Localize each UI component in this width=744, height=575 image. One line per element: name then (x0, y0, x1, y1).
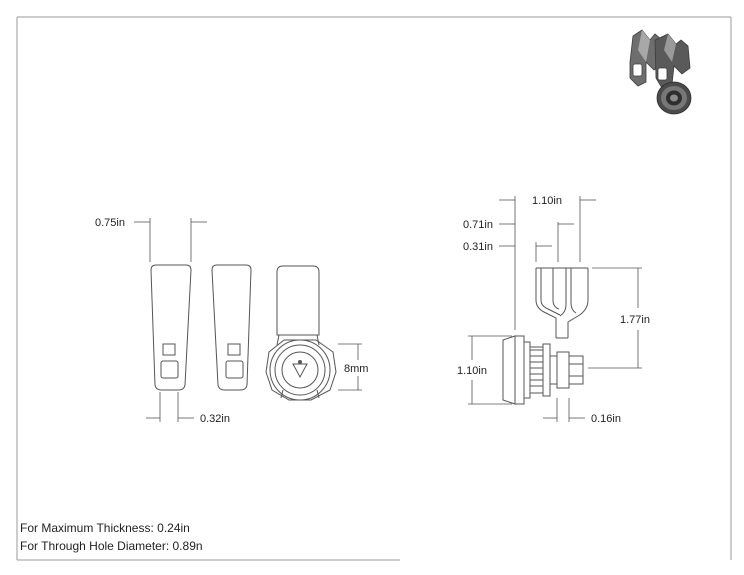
side-view-cam (535, 267, 589, 339)
dim-lever-width: 0.75in (95, 217, 125, 229)
dimension-lines (134, 196, 642, 422)
dim-offset-b: 0.31in (463, 241, 493, 253)
dim-overall-width: 1.10in (532, 195, 562, 207)
front-view-lock-body (265, 265, 337, 401)
isometric-render (629, 29, 692, 115)
side-view-body (502, 335, 584, 405)
dim-flat-size: 8mm (344, 363, 368, 375)
dim-square-width: 0.32in (200, 413, 230, 425)
front-view-lever-2 (211, 264, 252, 391)
dim-overall-height: 1.77in (620, 314, 650, 326)
note-max-thickness: For Maximum Thickness: 0.24in (20, 521, 190, 535)
note-hole-diameter: For Through Hole Diameter: 0.89n (20, 539, 203, 553)
sheet-frame (16, 16, 732, 561)
front-view-lever-1 (150, 264, 192, 391)
dim-offset-a: 0.71in (463, 219, 493, 231)
dim-body-height: 1.10in (457, 365, 487, 377)
dim-shaft-length: 0.16in (591, 413, 621, 425)
